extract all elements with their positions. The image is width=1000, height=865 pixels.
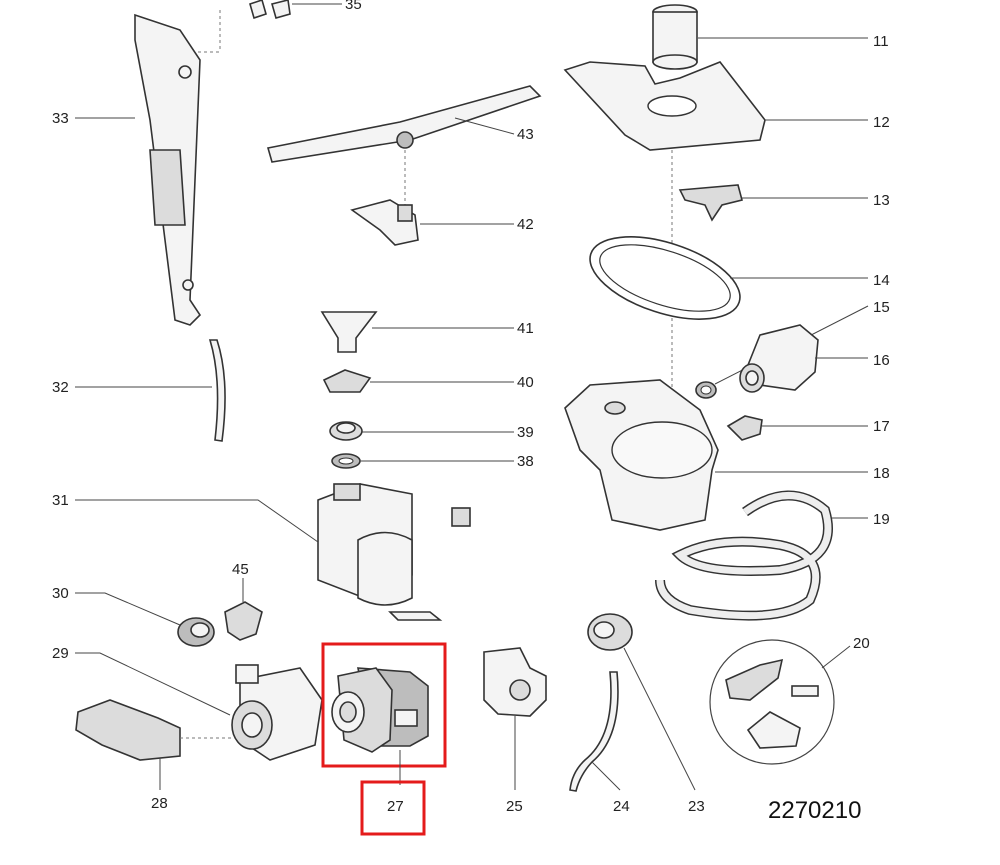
callout-43: 43 — [517, 126, 534, 143]
highlight-box-part — [321, 642, 447, 768]
part-41-funnel — [320, 311, 378, 353]
part-29-pump-housing — [231, 664, 323, 761]
part-30-ring — [177, 617, 215, 647]
highlight-box-callout — [360, 780, 426, 836]
part-25-valve — [483, 647, 547, 717]
callout-27: 27 — [387, 798, 404, 815]
part-16-drain-pump — [739, 324, 819, 393]
part-33-panel — [134, 13, 202, 326]
part-18-sump — [564, 379, 719, 531]
callout-16: 16 — [873, 352, 890, 369]
callout-15: 15 — [873, 299, 890, 316]
callout-39: 39 — [517, 424, 534, 441]
callout-20: 20 — [853, 635, 870, 652]
callout-29: 29 — [52, 645, 69, 662]
callout-35: 35 — [345, 0, 362, 13]
callout-32: 32 — [52, 379, 69, 396]
diagram-code: 2270210 — [768, 797, 861, 824]
part-35-clip — [249, 0, 291, 20]
callout-38: 38 — [517, 453, 534, 470]
part-27-circulation-pump — [331, 667, 429, 753]
callout-13: 13 — [873, 192, 890, 209]
part-19-drain-hose — [655, 490, 833, 621]
callout-42: 42 — [517, 216, 534, 233]
callout-14: 14 — [873, 272, 890, 289]
callout-19: 19 — [873, 511, 890, 528]
part-45-y-connector — [224, 601, 263, 641]
callout-41: 41 — [517, 320, 534, 337]
callout-25: 25 — [506, 798, 523, 815]
part-42-spray-arm-support — [350, 199, 419, 246]
callout-18: 18 — [873, 465, 890, 482]
callout-11: 11 — [873, 33, 889, 50]
part-23-cap — [587, 613, 633, 651]
callout-45: 45 — [232, 561, 249, 578]
part-28-elbow-hose — [75, 699, 181, 761]
part-11-pipe — [652, 4, 698, 70]
small-clip — [451, 507, 471, 527]
part-38-gasket — [331, 453, 361, 469]
part-24-hose — [569, 671, 619, 792]
callout-23: 23 — [688, 798, 705, 815]
callout-31: 31 — [52, 492, 69, 509]
callout-28: 28 — [151, 795, 168, 812]
callout-40: 40 — [517, 374, 534, 391]
part-39-ring-nut — [329, 421, 363, 441]
part-43-spray-arm — [266, 85, 542, 163]
part-14-gasket-ring — [589, 236, 741, 320]
callout-17: 17 — [873, 418, 890, 435]
part-17-valve-flap — [726, 415, 763, 441]
part-20-kit — [709, 639, 835, 765]
part-13-clip — [678, 184, 743, 222]
part-31-water-softener — [317, 483, 443, 621]
part-12-filter-plate — [563, 61, 766, 151]
part-32-hose — [208, 339, 226, 442]
callout-30: 30 — [52, 585, 69, 602]
callout-24: 24 — [613, 798, 630, 815]
part-40-cap — [322, 369, 372, 393]
callout-33: 33 — [52, 110, 69, 127]
callout-12: 12 — [873, 114, 890, 131]
